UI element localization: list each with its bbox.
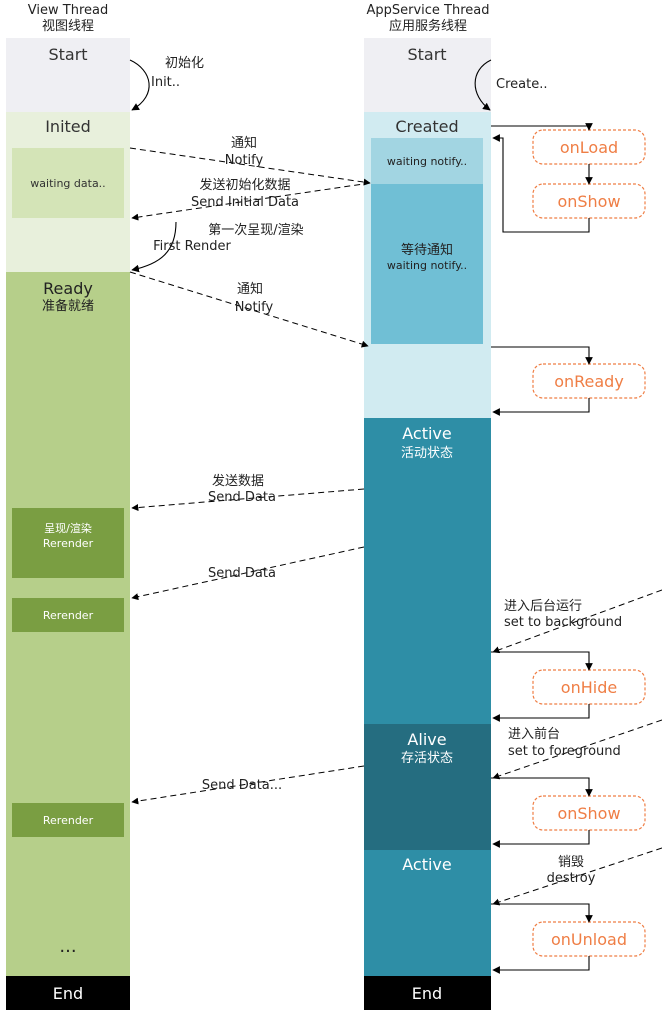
service-waiting-notify-block-1 <box>371 138 483 184</box>
view-ready-cn-label: 准备就绪 <box>42 298 94 314</box>
service-active-cn-label: 活动状态 <box>401 446 453 461</box>
view-rerender-3-label: Rerender <box>43 814 94 827</box>
arrow-to-onhide <box>491 651 593 671</box>
foreground-cn-label: 进入前台 <box>508 726 560 742</box>
service-alive-cn-label: 存活状态 <box>401 751 453 766</box>
destroy-cn-label: 销毁 <box>558 855 584 870</box>
view-waiting-data-block <box>12 148 124 218</box>
arrow-onshow-2-back <box>492 830 590 848</box>
arrow-send-initial-data <box>131 182 371 221</box>
service-created-label: Created <box>395 117 458 136</box>
arrow-to-onshow-2 <box>491 777 593 797</box>
init-label: Init.. <box>151 75 180 90</box>
notify-label: Notify <box>225 153 264 168</box>
view-rerender-1-cn: 呈现/渲染 <box>44 521 92 535</box>
view-rerender-1-label: Rerender <box>43 537 94 550</box>
arrow-onready-back <box>492 398 590 416</box>
onready-label: onReady <box>554 372 624 391</box>
service-waiting-notify-1-label: waiting notify.. <box>387 155 467 168</box>
service-start-block <box>364 38 491 112</box>
first-render-label: First Render <box>153 239 231 254</box>
arrow-init <box>129 59 150 111</box>
send-initial-label: Send Initial Data <box>191 195 299 210</box>
view-end-label: End <box>53 984 83 1003</box>
send-data-2-label: Send Data <box>208 566 276 581</box>
init-cn-label: 初始化 <box>165 56 204 71</box>
send-data-3-label: Send Data... <box>202 778 282 793</box>
onunload-label: onUnload <box>551 930 627 949</box>
service-active-2-block <box>364 850 491 976</box>
arrow-onhide-back <box>492 704 590 722</box>
service-waiting-notify-block-2 <box>371 184 483 344</box>
view-waiting-data-label: waiting data.. <box>30 177 105 190</box>
service-end-label: End <box>412 984 442 1003</box>
arrow-create <box>474 59 492 111</box>
notify-2-label: Notify <box>235 300 274 315</box>
view-ready-label: Ready <box>43 279 93 298</box>
background-label: set to background <box>504 615 622 630</box>
background-cn-label: 进入后台运行 <box>504 599 582 614</box>
foreground-label: set to foreground <box>508 744 621 759</box>
send-data-label: Send Data <box>208 490 276 505</box>
arrow-first-render <box>131 221 177 273</box>
notify-cn-label: 通知 <box>231 135 257 151</box>
arrow-to-onready <box>491 346 593 365</box>
arrow-to-onload <box>491 123 593 131</box>
service-active-2-label: Active <box>402 855 452 874</box>
arrow-notify <box>129 147 371 186</box>
arrow-to-onunload <box>491 903 593 923</box>
service-thread-title: AppService Thread <box>366 3 489 18</box>
onshow-2-label: onShow <box>557 804 620 823</box>
create-label: Create.. <box>496 77 547 92</box>
service-start-label: Start <box>407 45 446 64</box>
view-start-block <box>6 38 130 112</box>
view-rerender-block-1 <box>12 508 124 578</box>
arrow-send-data-3 <box>131 765 365 805</box>
arrow-onshow-back <box>492 134 590 233</box>
view-rerender-block-2 <box>12 598 124 632</box>
service-alive-label: Alive <box>407 730 446 749</box>
view-end-block <box>6 976 130 1010</box>
arrow-set-background <box>492 589 662 654</box>
onhide-label: onHide <box>561 678 617 697</box>
view-thread-subtitle: 视图线程 <box>42 19 94 34</box>
service-active-block <box>364 418 491 724</box>
first-render-cn-label: 第一次呈现/渲染 <box>208 222 303 238</box>
view-rerender-2-label: Rerender <box>43 609 94 622</box>
view-ellipsis: ... <box>59 936 76 957</box>
view-start-label: Start <box>48 45 87 64</box>
arrow-notify-2 <box>129 271 369 348</box>
service-alive-block <box>364 724 491 850</box>
arrow-send-data <box>131 488 365 511</box>
service-active-label: Active <box>402 424 452 443</box>
send-initial-cn-label: 发送初始化数据 <box>199 177 290 193</box>
arrow-onunload-back <box>492 956 590 974</box>
view-thread-title: View Thread <box>28 3 108 18</box>
destroy-label: destroy <box>547 871 596 886</box>
onload-label: onLoad <box>560 138 618 157</box>
service-waiting-notify-2-label: waiting notify.. <box>387 259 467 272</box>
view-inited-label: Inited <box>45 117 91 136</box>
notify-2-cn-label: 通知 <box>237 281 263 297</box>
onshow-label: onShow <box>557 192 620 211</box>
service-waiting-notify-2-cn: 等待通知 <box>401 242 453 258</box>
send-data-cn-label: 发送数据 <box>212 473 264 489</box>
view-rerender-block-3 <box>12 803 124 837</box>
service-thread-subtitle: 应用服务线程 <box>389 18 467 34</box>
service-end-block <box>364 976 491 1010</box>
